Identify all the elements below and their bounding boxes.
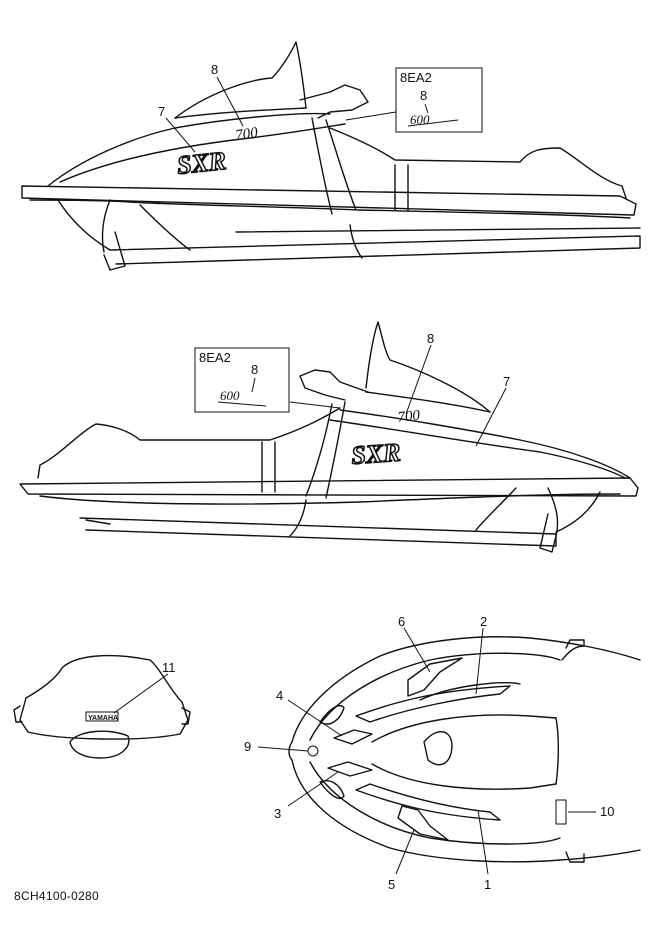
inset-callout-top: 8 bbox=[420, 88, 427, 103]
callout-5: 5 bbox=[388, 877, 395, 892]
sxr-decal-top: SXR bbox=[176, 146, 228, 180]
yamaha-windshield-decal bbox=[85, 711, 119, 722]
callout-7-middle: 7 bbox=[503, 374, 510, 389]
snowmobile-side-view-left: SXR 700 8 7 8EA2 8 600 bbox=[21, 41, 641, 271]
callout-2: 2 bbox=[480, 614, 487, 629]
callout-1: 1 bbox=[484, 877, 491, 892]
callout-10: 10 bbox=[600, 804, 614, 819]
inset-decal-middle: 600 bbox=[220, 388, 240, 403]
inset-callout-middle: 8 bbox=[251, 362, 258, 377]
hood-emblem bbox=[307, 745, 319, 757]
callout-6: 6 bbox=[398, 614, 405, 629]
700-decal-middle: 700 bbox=[397, 408, 422, 426]
inset-box-middle bbox=[194, 347, 290, 413]
callout-7-top: 7 bbox=[158, 104, 165, 119]
snowmobile-side-view-right: SXR 700 8 7 8EA2 8 600 bbox=[19, 321, 639, 553]
rear-label-decal bbox=[555, 799, 567, 825]
callout-4: 4 bbox=[276, 688, 283, 703]
callout-9: 9 bbox=[244, 739, 251, 754]
inset-decal-top: 600 bbox=[410, 112, 430, 127]
part-code: 8CH4100-0280 bbox=[14, 889, 99, 903]
700-decal-top: 700 bbox=[234, 125, 259, 144]
inset-label-top: 8EA2 bbox=[400, 70, 432, 85]
callout-11: 11 bbox=[162, 660, 176, 675]
inset-label-middle: 8EA2 bbox=[199, 350, 231, 365]
callout-3: 3 bbox=[274, 806, 281, 821]
callout-8-middle: 8 bbox=[427, 331, 434, 346]
sxr-decal-middle: SXR bbox=[350, 438, 401, 470]
inset-box-top bbox=[395, 67, 483, 133]
windshield-front-view: YAMAHA 11 bbox=[13, 654, 191, 759]
hood-top-view: 6 2 4 9 3 5 1 10 bbox=[244, 614, 641, 892]
yamaha-brand-text: YAMAHA bbox=[88, 715, 118, 722]
callout-8-top: 8 bbox=[211, 62, 218, 77]
